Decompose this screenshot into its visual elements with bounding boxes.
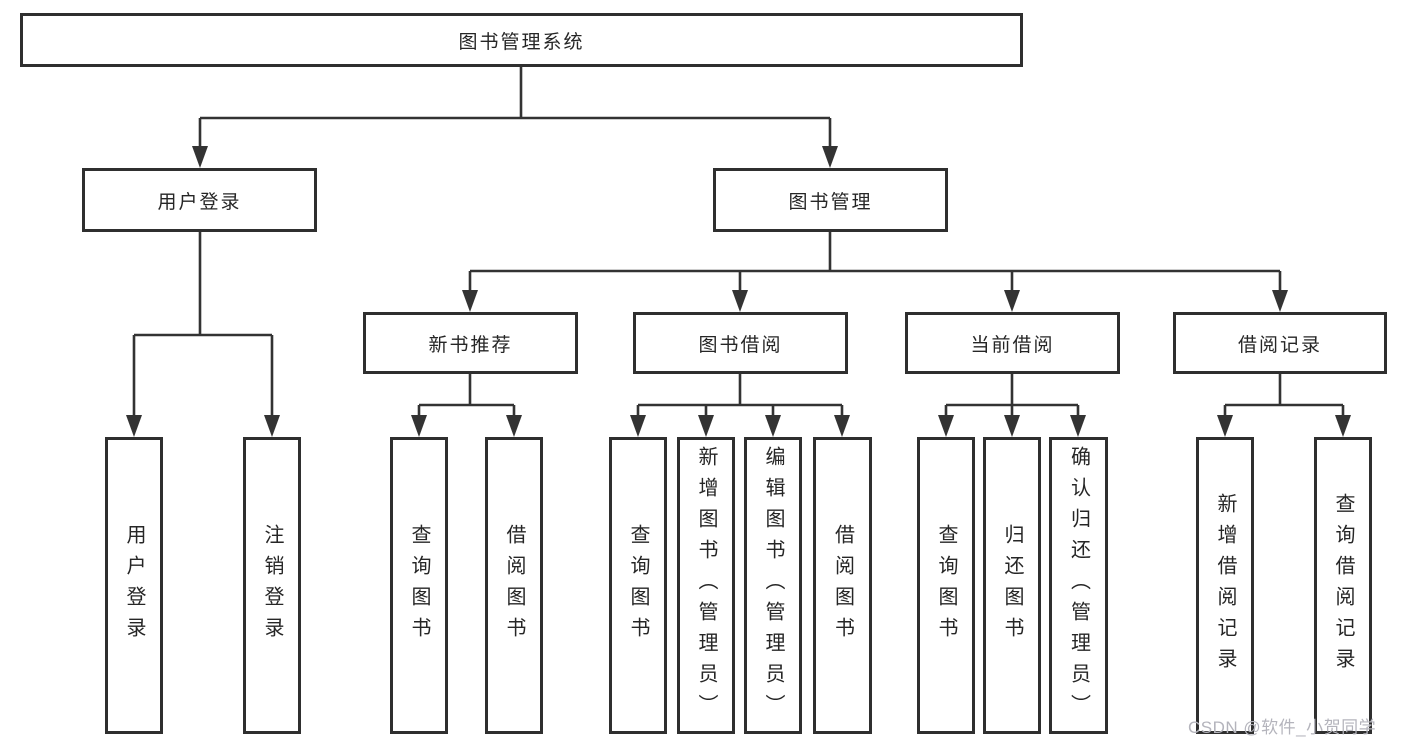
leaf-borrowing-add-books-admin: 新增图书（管理员） bbox=[677, 437, 735, 734]
leaf-recommend-borrow-books: 借阅图书 bbox=[485, 437, 543, 734]
leaf-records-add-record: 新增借阅记录 bbox=[1196, 437, 1254, 734]
node-user-login: 用户登录 bbox=[82, 168, 317, 232]
leaf-recommend-query-books: 查询图书 bbox=[390, 437, 448, 734]
node-library-system: 图书管理系统 bbox=[20, 13, 1023, 67]
arrowheads bbox=[126, 146, 1351, 437]
leaf-borrowing-query-books: 查询图书 bbox=[609, 437, 667, 734]
leaf-current-return-books: 归还图书 bbox=[983, 437, 1041, 734]
leaf-logout: 注销登录 bbox=[243, 437, 301, 734]
node-borrowing-records: 借阅记录 bbox=[1173, 312, 1387, 374]
node-book-borrowing: 图书借阅 bbox=[633, 312, 848, 374]
leaf-current-confirm-return-admin: 确认归还（管理员） bbox=[1049, 437, 1108, 734]
node-current-borrowing: 当前借阅 bbox=[905, 312, 1120, 374]
leaf-borrowing-edit-books-admin: 编辑图书（管理员） bbox=[744, 437, 802, 734]
leaf-records-query-record: 查询借阅记录 bbox=[1314, 437, 1372, 734]
node-book-management: 图书管理 bbox=[713, 168, 948, 232]
leaf-current-query-books: 查询图书 bbox=[917, 437, 975, 734]
leaf-borrowing-borrow-books: 借阅图书 bbox=[813, 437, 872, 734]
node-new-book-recommend: 新书推荐 bbox=[363, 312, 578, 374]
leaf-user-login: 用户登录 bbox=[105, 437, 163, 734]
